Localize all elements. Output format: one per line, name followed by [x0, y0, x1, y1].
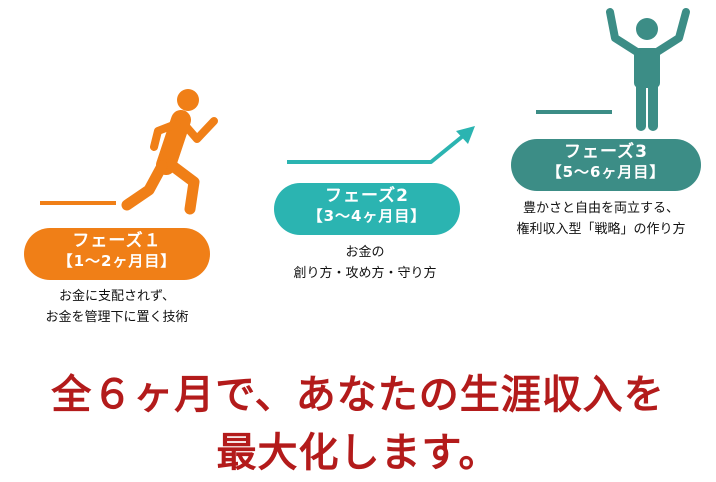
phase3-period: 【5〜6ヶ月目】 [546, 162, 666, 181]
phase2-badge: フェーズ2 【3〜4ヶ月目】 [274, 183, 460, 235]
phase1-title: フェーズ１ [72, 231, 162, 251]
phase1-desc-line2: お金を管理下に置く技術 [45, 310, 189, 325]
phase3-desc-line1: 豊かさと自由を両立する、 [522, 201, 679, 216]
phase3-description: 豊かさと自由を両立する、 権利収入型「戦略」の作り方 [486, 198, 716, 240]
phase1-desc-line1: お金に支配されず、 [58, 289, 176, 304]
phase1-description: お金に支配されず、 お金を管理下に置く技術 [14, 286, 220, 328]
phase2-description: お金の 創り方・攻め方・守り方 [258, 242, 472, 284]
headline-line2: 最大化します。 [216, 430, 500, 476]
phase1-step-line [40, 201, 116, 205]
phase2-title: フェーズ2 [325, 186, 409, 206]
phase3-title: フェーズ3 [564, 142, 648, 162]
arms-raised-person-icon [606, 8, 690, 131]
rising-arrow-icon [287, 126, 475, 164]
phase2-desc-line2: 創り方・攻め方・守り方 [293, 266, 437, 281]
phase1-period: 【1〜2ヶ月目】 [57, 251, 177, 270]
phase1-badge: フェーズ１ 【1〜2ヶ月目】 [24, 228, 210, 280]
headline-line1: 全６ヶ月で、あなたの生涯収入を [51, 372, 665, 418]
phase3-step-line [536, 110, 612, 114]
phase3-desc-line2: 権利収入型「戦略」の作り方 [516, 222, 686, 237]
phase2-period: 【3〜4ヶ月目】 [307, 206, 427, 225]
phase3-badge: フェーズ3 【5〜6ヶ月目】 [511, 139, 701, 191]
phase2-desc-line1: お金の [345, 245, 385, 260]
running-person-icon [121, 89, 218, 215]
